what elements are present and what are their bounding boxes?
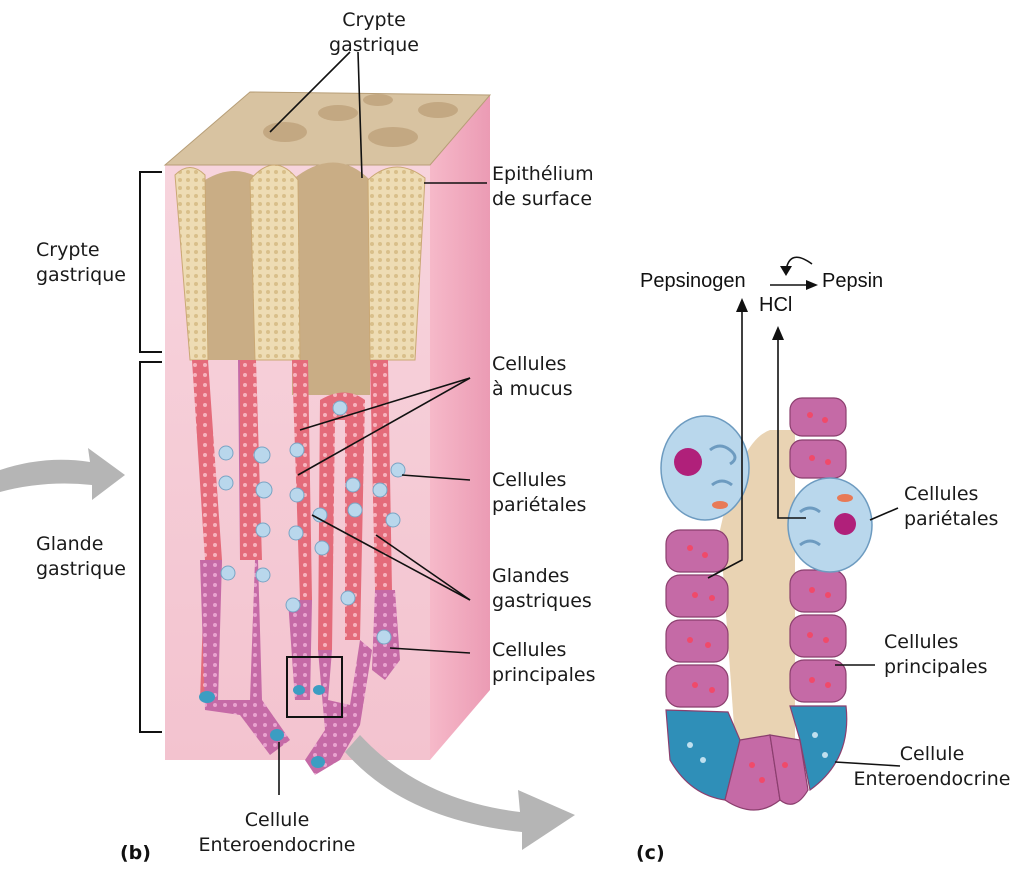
label-cellules-principales-c: Cellules principales [884, 630, 988, 680]
grey-arrow-left [0, 448, 125, 500]
parietal-cell-right [788, 478, 872, 572]
tissue-side-face [430, 95, 490, 760]
gland-cross-section [661, 257, 900, 810]
tissue-block [165, 92, 490, 775]
label-hcl: HCl [759, 294, 792, 317]
label-cellule-enteroendocrine-b: Cellule Enteroendocrine [184, 808, 370, 858]
crypt-opening [418, 102, 458, 118]
parietal-cell-left [661, 416, 749, 520]
crypt-opening [263, 122, 307, 142]
label-epithelium-de-surface: Epithélium de surface [492, 162, 594, 212]
label-glandes-gastriques: Glandes gastriques [492, 564, 592, 614]
label-cellules-parietales-c: Cellules pariétales [904, 482, 998, 532]
label-pepsin: Pepsin [822, 270, 883, 293]
crypt-opening [368, 127, 418, 147]
label-cellules-parietales-b: Cellules pariétales [492, 468, 586, 518]
crypt-opening [318, 105, 358, 121]
label-cellules-a-mucus: Cellules à mucus [492, 352, 573, 402]
label-cellules-principales-b: Cellules principales [492, 638, 596, 688]
label-crypte-gastrique-left: Crypte gastrique [36, 238, 126, 288]
chief-cells-left [666, 530, 728, 707]
label-glande-gastrique: Glande gastrique [36, 532, 126, 582]
label-crypte-gastrique-top: Crypte gastrique [318, 8, 430, 58]
panel-label-b: (b) [120, 842, 151, 864]
crypt-opening [363, 94, 393, 106]
brackets [140, 172, 162, 732]
panel-label-c: (c) [636, 842, 665, 864]
label-pepsinogen: Pepsinogen [640, 270, 746, 293]
label-cellule-enteroendocrine-c: Cellule Enteroendocrine [840, 742, 1024, 792]
